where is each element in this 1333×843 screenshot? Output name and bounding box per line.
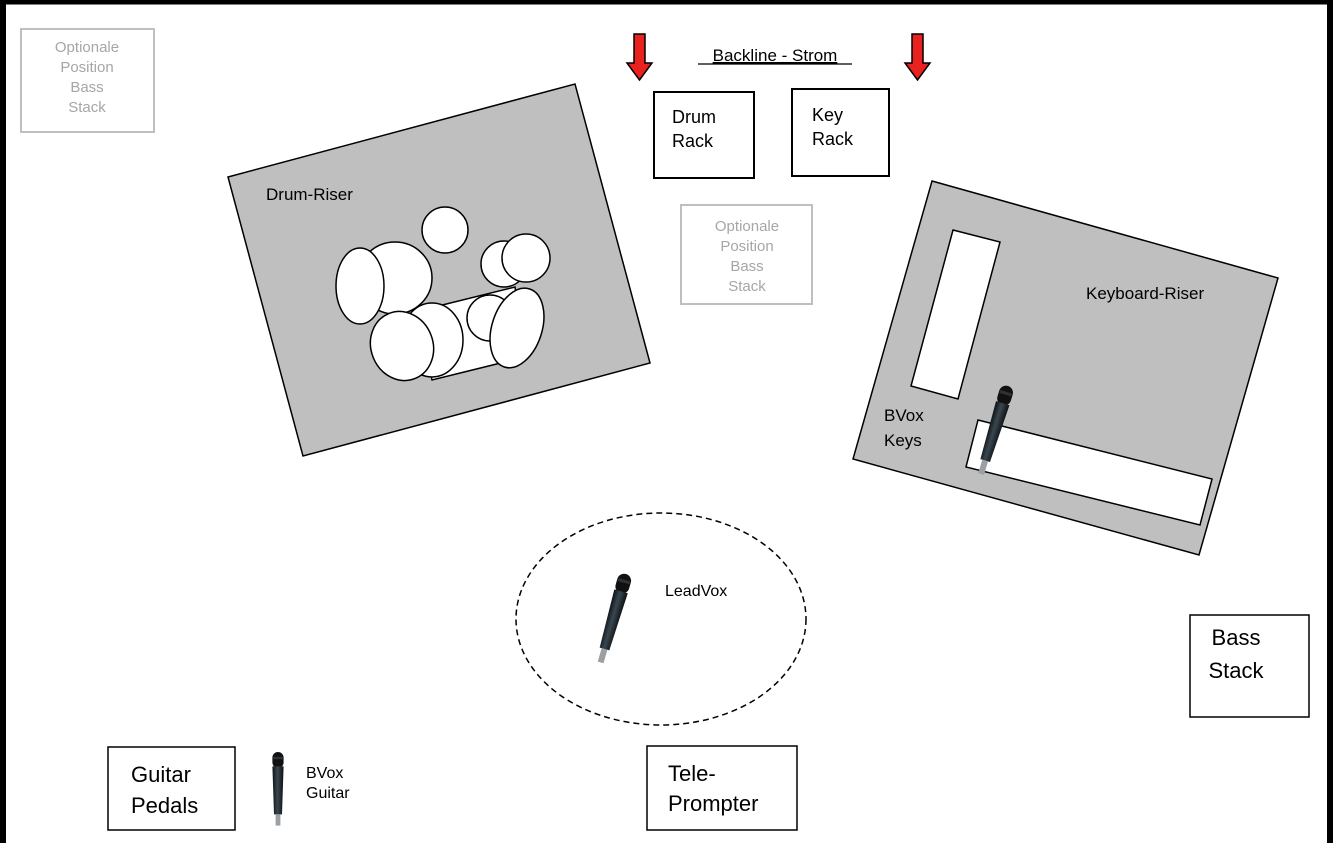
- cymbal: [421, 206, 469, 254]
- teleprompter: Tele- Prompter: [646, 745, 798, 831]
- keyboard-vertical: [910, 229, 1001, 400]
- drum-riser: Drum-Riser: [227, 83, 651, 457]
- backline-power-title: Backline - Strom: [713, 46, 838, 65]
- keyboard-horizontal: [965, 419, 1213, 526]
- drum-kit: [335, 206, 551, 382]
- hi-hat: [369, 310, 435, 382]
- optional-bass-stack-topleft: Optionale Position Bass Stack: [20, 28, 155, 133]
- key-rack: Key Rack: [791, 88, 890, 177]
- power-arrow-right: [903, 33, 932, 82]
- bvox-keys-line-1: BVox: [884, 406, 924, 425]
- bvox-guitar-line-2: Guitar: [306, 785, 350, 802]
- leadvox-area: LeadVox: [515, 512, 807, 726]
- bvox-guitar-mic-icon: [272, 752, 284, 826]
- optional-bass-stack-center-line-2: Position: [720, 238, 773, 255]
- guitar-pedals: Guitar Pedals: [107, 746, 236, 831]
- optional-bass-stack-topleft-line-1: Optionale: [55, 39, 119, 56]
- key-rack-line-1: Key: [812, 105, 843, 125]
- drum-rack-line-2: Rack: [672, 131, 714, 151]
- keyboard-riser-label: Keyboard-Riser: [1086, 284, 1204, 303]
- tom: [335, 247, 385, 325]
- teleprompter-line-1: Tele-: [668, 761, 716, 786]
- optional-bass-stack-topleft-line-2: Position: [60, 59, 113, 76]
- teleprompter-line-2: Prompter: [668, 791, 758, 816]
- bass-stack: Bass Stack: [1189, 614, 1310, 718]
- bass-stack-line-2: Stack: [1208, 658, 1264, 683]
- keyboard-riser: Keyboard-Riser BVox Keys: [852, 180, 1279, 556]
- optional-bass-stack-center-line-4: Stack: [728, 278, 766, 295]
- optional-bass-stack-topleft-line-3: Bass: [70, 79, 103, 96]
- key-rack-line-2: Rack: [812, 129, 854, 149]
- bvox-keys-line-2: Keys: [884, 431, 922, 450]
- power-arrow-left: [625, 33, 654, 82]
- drum-riser-label: Drum-Riser: [266, 185, 353, 204]
- drum-rack-line-1: Drum: [672, 107, 716, 127]
- optional-bass-stack-center: Optionale Position Bass Stack: [680, 204, 813, 305]
- guitar-pedals-line-1: Guitar: [131, 762, 191, 787]
- leadvox-label: LeadVox: [665, 583, 727, 600]
- drum-rack: Drum Rack: [653, 91, 755, 179]
- leadvox-mic-icon: [593, 572, 633, 665]
- floor-tom: [489, 287, 545, 369]
- optional-bass-stack-topleft-line-4: Stack: [68, 99, 106, 116]
- bvox-guitar-line-1: BVox: [306, 765, 343, 782]
- guitar-pedals-line-2: Pedals: [131, 793, 198, 818]
- bass-stack-line-1: Bass: [1212, 625, 1261, 650]
- optional-bass-stack-center-line-3: Bass: [730, 258, 763, 275]
- optional-bass-stack-center-line-1: Optionale: [715, 218, 779, 235]
- tom: [501, 233, 551, 283]
